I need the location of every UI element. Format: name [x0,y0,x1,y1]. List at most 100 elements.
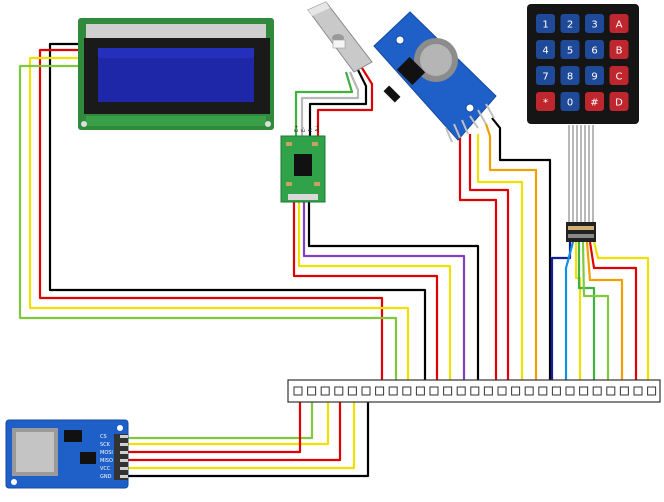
hx711-chip [294,154,312,176]
lcd-module [78,18,274,130]
keypad-key-label: # [590,98,598,109]
keypad-key-label: 2 [567,20,573,31]
wire-keypad-yellow2 [592,241,650,390]
wire-loadcell-white [300,71,360,136]
header-pin [565,386,575,396]
hx711-pin-label: A+ [315,124,321,132]
sd-pin-label: GND [100,474,112,480]
keypad-key-label: 0 [567,98,573,109]
header-pin [538,386,548,396]
wire-hx711-black [307,202,480,390]
wire-sd-sck [128,400,330,446]
header-pin [443,386,453,396]
wire-lcd-red [38,48,384,390]
keypad-key-label: 7 [542,72,548,83]
header-pin [470,386,480,396]
keypad-key: # [585,92,604,111]
wire-loadcell-black [308,69,368,136]
header-pin [402,386,412,396]
header-pin [524,386,534,396]
sd-pin-label: CS [100,434,107,440]
header-pin [592,386,602,396]
wire-hx711-red [292,202,439,390]
wire-keypad-red [588,241,638,390]
header-pin [633,386,643,396]
keypad-key-label: 5 [567,46,573,57]
keypad-keys: 1 2 3 A 4 5 6 B 7 8 9 C * 0 # D [536,14,629,111]
keypad-key-label: D [615,98,623,109]
wire-loadcell-green [294,71,354,136]
header-pin [497,386,507,396]
keypad-module: 1 2 3 A 4 5 6 B 7 8 9 C * 0 # D [527,4,639,242]
header-pin [619,386,629,396]
wire-sd-mosi [128,400,302,454]
wire-lcd-green [18,64,398,390]
header-pin [456,386,466,396]
keypad-key: 4 [536,40,555,59]
wire-keypad-blue [564,241,575,390]
header-pin [551,386,561,396]
hx711-pin-label: E+ [294,125,300,132]
wire-rtc-red [458,134,498,390]
keypad-key-label: B [616,46,623,57]
keypad-key-label: 1 [542,20,548,31]
keypad-key-label: 9 [591,72,597,83]
lcd-header-pins [86,24,266,40]
wire-sd-cs [128,400,314,440]
keypad-key-label: A [616,20,623,31]
header-pin [511,386,521,396]
wire-rtc-orange [484,123,538,390]
header-pin [647,386,657,396]
wire-sd-vcc [128,400,356,470]
keypad-key-label: 8 [567,72,573,83]
keypad-key: A [609,14,629,33]
header-pin [415,386,425,396]
keypad-key: 5 [560,40,580,59]
keypad-key: 1 [536,14,555,33]
wire-rtc-red2 [468,134,510,390]
keypad-key: 0 [560,92,580,111]
header-pin [579,386,589,396]
rtc-chip [396,56,426,86]
wire-lcd-yellow [28,56,410,390]
keypad-key: 6 [585,40,604,59]
wire-hx711-yellow [297,202,452,390]
keypad-ribbon [568,125,594,222]
wire-sd-gnd [128,400,370,478]
header-pin [307,386,317,396]
keypad-key: * [536,92,555,111]
wires [18,42,650,478]
keypad-key: 3 [585,14,604,33]
header-pin [334,386,344,396]
keypad-key-label: * [543,98,548,109]
header-pin [483,386,493,396]
keypad-key-label: 4 [542,46,548,57]
load-cell [307,1,373,73]
header-pin [361,386,371,396]
header-pin [320,386,330,396]
hx711-pin-label: E- [301,127,307,132]
hx711-pin-label: A- [308,127,314,132]
header-pin [606,386,616,396]
sd-pin-label: MISO [100,458,113,464]
keypad-key: 2 [560,14,580,33]
header-pin [429,386,439,396]
header-pin [347,386,357,396]
wire-rtc-black [491,117,552,390]
header-pin [293,386,303,396]
keypad-key: 9 [585,66,604,85]
wire-keypad-lime [577,242,596,390]
keypad-key: B [609,40,629,59]
wire-keypad-orange [585,241,624,390]
keypad-key: 7 [536,66,555,85]
pin-header [287,379,661,403]
keypad-key: C [609,66,629,85]
sd-pin-label: SCK [100,442,111,448]
keypad-key: D [609,92,629,111]
header-pin [375,386,385,396]
header-pin [388,386,398,396]
keypad-key-label: C [616,72,623,83]
